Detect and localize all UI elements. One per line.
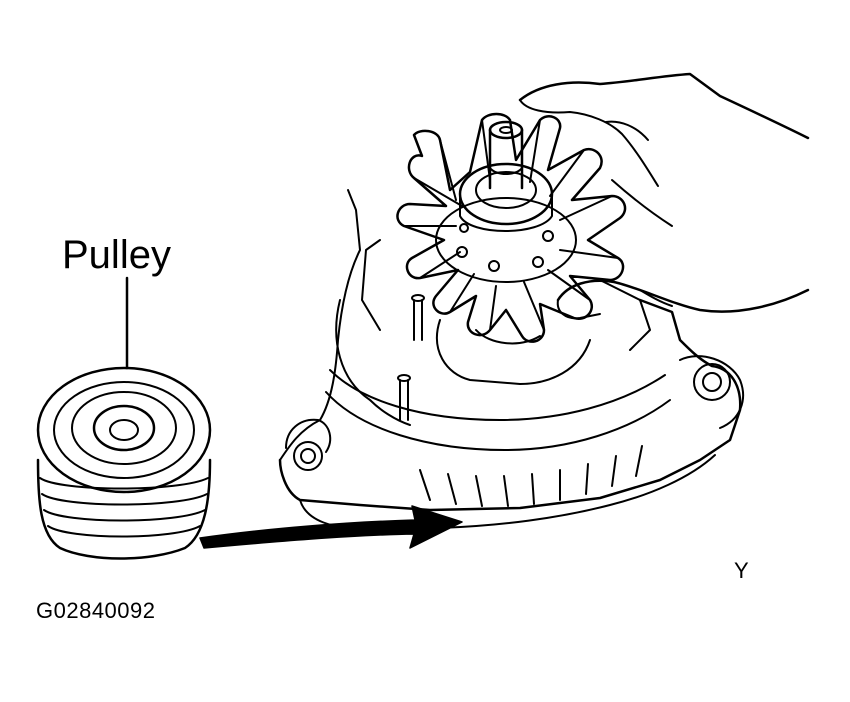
install-arrow-icon xyxy=(200,506,462,548)
pulley-icon xyxy=(38,368,210,559)
alternator-rotor-assembly-icon xyxy=(280,114,743,530)
hand-icon xyxy=(520,74,808,318)
figure-code: G02840092 xyxy=(36,598,156,623)
pulley-label: Pulley xyxy=(62,233,171,277)
view-letter: Y xyxy=(734,558,749,583)
